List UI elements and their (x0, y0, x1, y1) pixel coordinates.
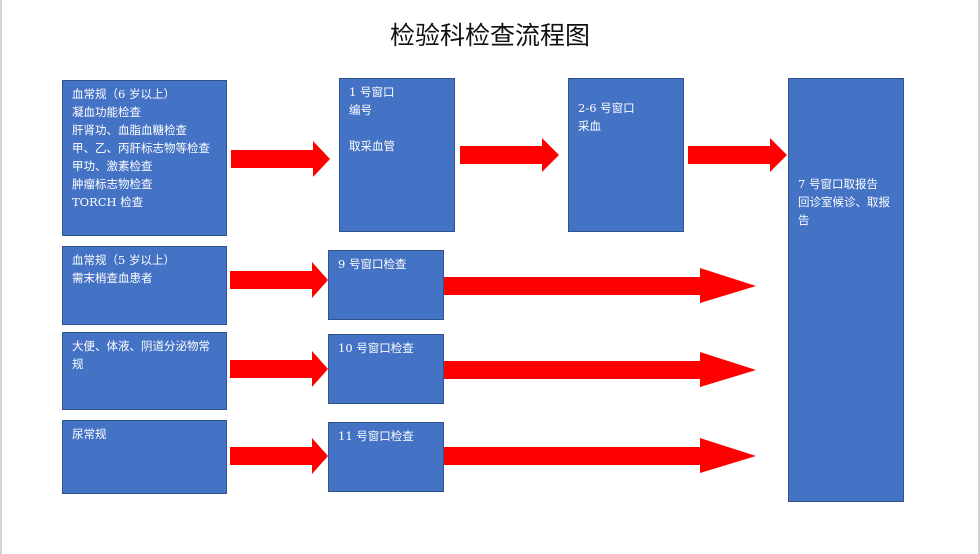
window-7-box: 7 号窗口取报告 回诊室候诊、取报 告 (788, 78, 904, 502)
tests-group-b-box: 血常规（5 岁以上） 需末梢查血患者 (62, 246, 227, 325)
window-10-box: 10 号窗口检查 (328, 334, 444, 404)
window-2-6-box: 2-6 号窗口 采血 (568, 78, 684, 232)
arrow-window-9-to-window-7 (444, 268, 756, 303)
page-left-edge (0, 0, 2, 554)
diagram-title: 检验科检查流程图 (389, 21, 590, 50)
arrow-group-d-to-window-11 (230, 438, 328, 474)
arrow-group-a-to-window-1 (231, 141, 330, 177)
window-1-box: 1 号窗口 编号 取采血管 (339, 78, 455, 232)
arrow-window-2-6-to-window-7 (688, 138, 787, 172)
page-right-edge (978, 0, 980, 554)
arrow-window-10-to-window-7 (444, 352, 756, 387)
tests-group-d-box: 尿常规 (62, 420, 227, 494)
arrow-group-c-to-window-10 (230, 351, 328, 387)
tests-group-a-box: 血常规（6 岁以上） 凝血功能检查 肝肾功、血脂血糖检查 甲、乙、丙肝标志物等检… (62, 80, 227, 236)
tests-group-c-box: 大便、体液、阴道分泌物常 规 (62, 332, 227, 410)
window-9-box: 9 号窗口检查 (328, 250, 444, 320)
arrow-window-11-to-window-7 (444, 438, 756, 473)
window-11-box: 11 号窗口检查 (328, 422, 444, 492)
arrow-window-1-to-window-2-6 (460, 138, 559, 172)
arrow-group-b-to-window-9 (230, 262, 328, 298)
